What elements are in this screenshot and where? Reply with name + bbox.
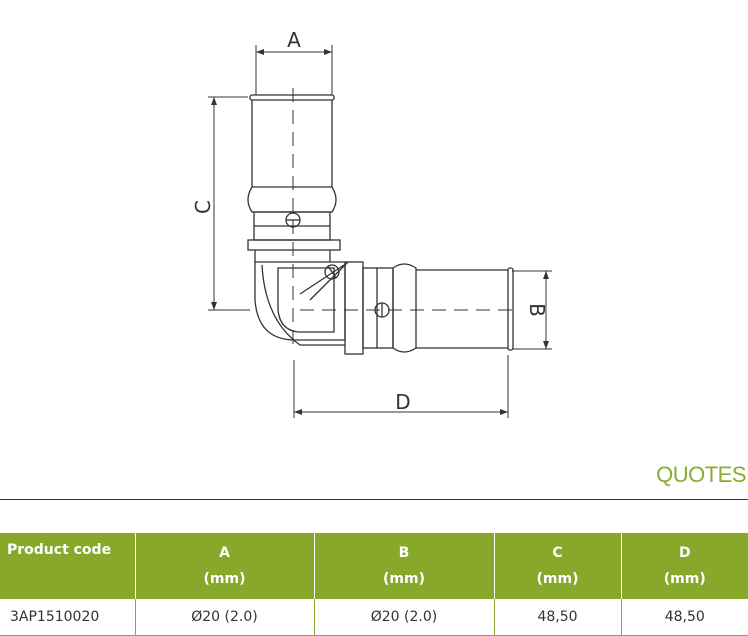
table-row: 3AP1510020 Ø20 (2.0) Ø20 (2.0) 48,50 48,… — [0, 599, 748, 636]
divider — [0, 499, 748, 500]
header-label: C — [495, 540, 621, 566]
header-c: C(mm) — [494, 533, 621, 599]
cell-d: 48,50 — [621, 599, 748, 636]
header-unit: (mm) — [495, 566, 621, 592]
section-title: QUOTES — [656, 462, 746, 488]
header-label: B — [315, 540, 494, 566]
dimension-d-label: D — [395, 390, 410, 414]
header-label: D — [622, 540, 748, 566]
header-unit: (mm) — [315, 566, 494, 592]
header-unit: (mm) — [136, 566, 314, 592]
table-header-row: Product code A(mm) B(mm) C(mm) D(mm) — [0, 533, 748, 599]
header-unit: (mm) — [622, 566, 748, 592]
header-label: Product code — [7, 542, 111, 558]
dimension-b-label: B — [525, 303, 549, 317]
elbow-fitting-drawing: A C B D — [0, 0, 748, 460]
header-d: D(mm) — [621, 533, 748, 599]
dimension-a-label: A — [287, 28, 301, 52]
header-product-code: Product code — [0, 533, 135, 599]
header-a: A(mm) — [135, 533, 314, 599]
dimensions-table: Product code A(mm) B(mm) C(mm) D(mm) 3AP… — [0, 533, 748, 636]
cell-b: Ø20 (2.0) — [314, 599, 494, 636]
cell-c: 48,50 — [494, 599, 621, 636]
cell-a: Ø20 (2.0) — [135, 599, 314, 636]
dimension-c-label: C — [191, 200, 215, 214]
cell-product-code: 3AP1510020 — [0, 599, 135, 636]
header-label: A — [136, 540, 314, 566]
header-b: B(mm) — [314, 533, 494, 599]
